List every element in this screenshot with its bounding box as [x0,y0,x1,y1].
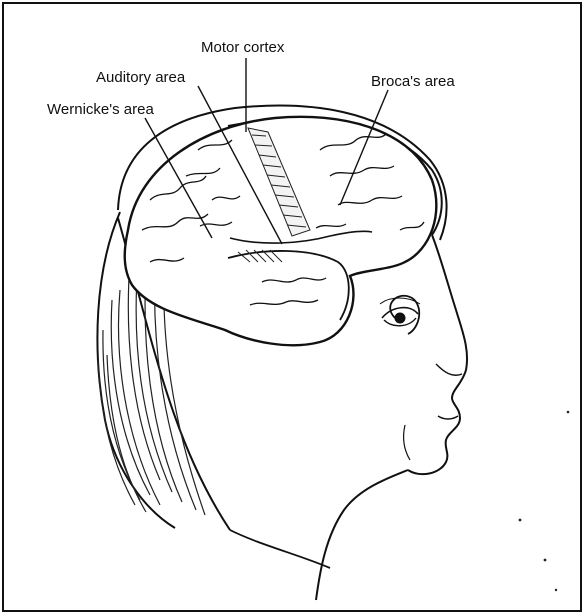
shoulder-line [230,530,330,568]
cheek-line [404,425,410,460]
face-profile [408,235,467,474]
label-auditory-area: Auditory area [96,70,185,85]
neck [316,470,408,600]
jaw-shading [519,411,570,592]
eye [380,298,420,326]
mouth [438,416,458,419]
nose [436,364,462,375]
label-brocas-area: Broca's area [371,74,455,89]
label-motor-cortex: Motor cortex [201,40,284,55]
label-wernickes-area: Wernicke's area [47,102,154,117]
